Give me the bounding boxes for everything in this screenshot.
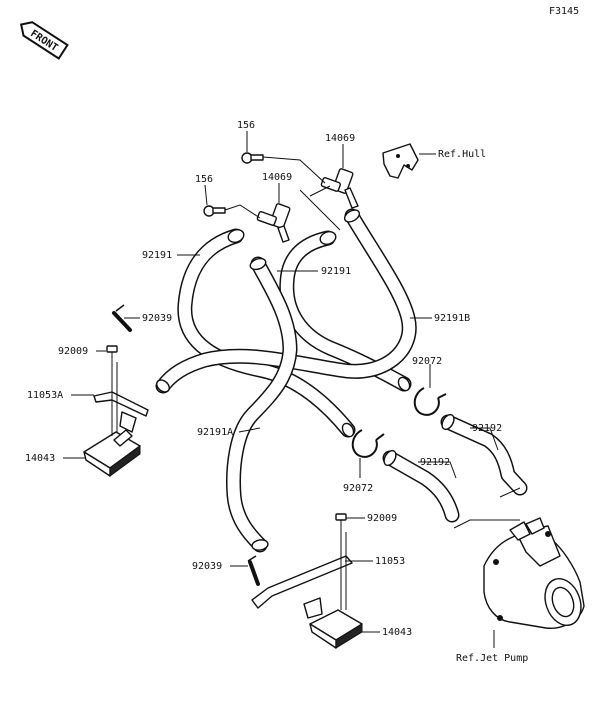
label-92039-upper: 92039 [142, 313, 172, 324]
label-92072-right: 92072 [412, 356, 442, 367]
bracket-11053 [251, 555, 353, 619]
leader-lines [63, 131, 521, 648]
label-156-top: 156 [237, 120, 255, 131]
screw-156-left [203, 205, 226, 217]
bolt-92009-upper [106, 345, 118, 362]
label-11053A: 11053A [27, 390, 63, 401]
clamp-92072-right [413, 387, 447, 416]
front-arrow-icon: FRONT [19, 21, 69, 60]
label-92191-middle: 92191 [321, 266, 351, 277]
cap-92039-lower [247, 555, 260, 586]
label-14069-left: 14069 [262, 172, 292, 183]
bracket-11053A [93, 391, 149, 433]
label-156-left: 156 [195, 174, 213, 185]
hose-ends [156, 209, 455, 551]
jet-pump-housing [483, 517, 585, 629]
label-14043-lower: 14043 [382, 627, 412, 638]
label-92009-upper: 92009 [58, 346, 88, 357]
hull-bracket [382, 143, 419, 179]
strainer-14043-upper [83, 429, 141, 477]
label-14043-upper: 14043 [25, 453, 55, 464]
label-14069-top: 14069 [325, 133, 355, 144]
label-92009-lower: 92009 [367, 513, 397, 524]
label-92191A: 92191A [197, 427, 233, 438]
label-11053: 11053 [375, 556, 405, 567]
cap-92039-upper [112, 304, 132, 332]
label-92191B: 92191B [434, 313, 470, 324]
elbow-14069-top [320, 168, 359, 209]
label-92192-left: 92192 [420, 457, 450, 468]
label-ref-hull: Ref.Hull [438, 149, 486, 160]
part-labels: 156 156 14069 14069 Ref.Hull 92191 92191… [25, 120, 528, 664]
label-ref-jet-pump: Ref.Jet Pump [456, 653, 528, 664]
label-92039-lower: 92039 [192, 561, 222, 572]
label-92191-left: 92191 [142, 250, 172, 261]
strainer-14043-lower [309, 609, 363, 649]
clamp-92072-lower [351, 429, 385, 458]
label-92192-right: 92192 [472, 423, 502, 434]
bolt-92009-lower [335, 513, 347, 532]
label-92072-lower: 92072 [343, 483, 373, 494]
figure-code: F3145 [549, 6, 579, 17]
screw-156-top [241, 152, 264, 164]
hoses [155, 208, 528, 553]
elbow-14069-left [256, 203, 291, 243]
